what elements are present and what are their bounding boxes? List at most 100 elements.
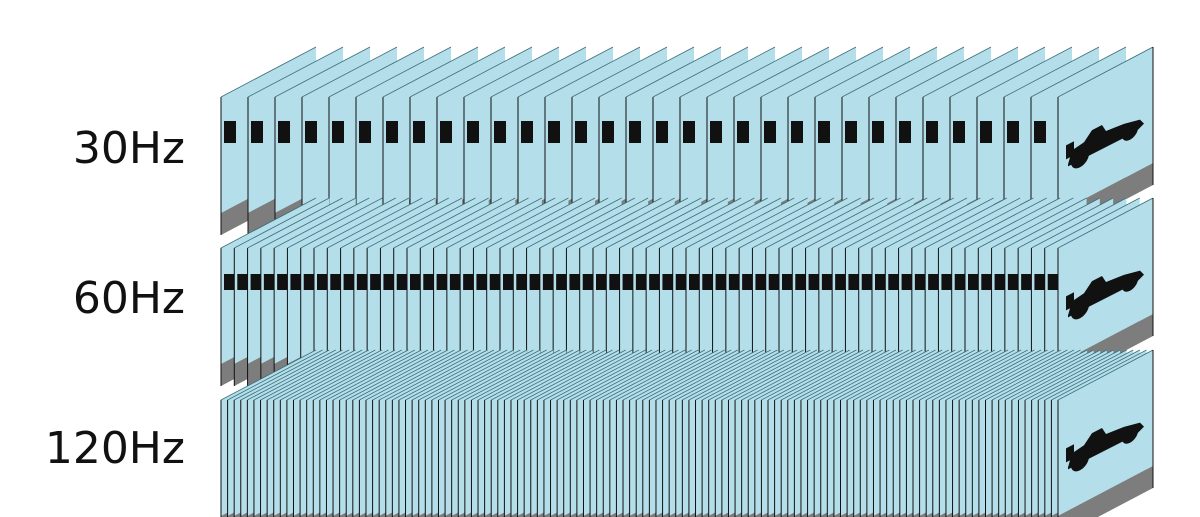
race-car-icon [582,274,593,290]
race-car-icon [317,274,328,290]
race-car-icon [330,274,341,290]
race-car-icon [413,121,425,143]
race-car-icon [980,121,992,143]
race-car-icon [410,274,421,290]
race-car-icon [440,121,452,143]
race-car-icon [875,274,886,290]
race-car-icon [901,274,912,290]
frame-stack [220,349,1154,517]
race-car-icon [277,274,288,290]
race-car-icon [782,274,793,290]
race-car-icon [928,274,939,290]
race-car-icon [808,274,819,290]
race-car-icon [728,274,740,290]
race-car-icon [396,274,407,290]
race-car-icon [683,121,695,143]
race-car-icon [575,121,587,143]
race-car-icon [290,274,301,290]
row-label: 60Hz [73,273,185,324]
race-car-icon [848,274,859,290]
race-car-icon [237,274,248,290]
race-car-icon [914,274,926,290]
race-car-icon [467,121,479,143]
race-car-icon [1007,121,1019,143]
race-car-icon [370,274,381,290]
race-car-icon [224,121,236,143]
race-car-icon [521,121,533,143]
race-car-icon [768,274,779,290]
race-car-icon [463,274,474,290]
race-car-icon [872,121,884,143]
race-car-icon [494,121,506,143]
video-frame [1057,349,1154,517]
race-car-icon [503,274,514,290]
race-car-icon [449,274,461,290]
race-car-icon [818,121,830,143]
race-car-icon [529,274,540,290]
race-car-icon [542,274,554,290]
race-car-icon [835,274,846,290]
race-car-icon [476,274,487,290]
race-car-icon [596,274,607,290]
race-car-icon [656,121,668,143]
race-car-icon [941,274,952,290]
race-car-icon [795,274,806,290]
race-car-icon [649,274,660,290]
race-car-icon [343,274,354,290]
race-car-icon [675,274,686,290]
race-car-icon [755,274,766,290]
race-car-icon [356,274,368,290]
race-car-icon [926,121,938,143]
race-car-icon [386,121,398,143]
row-120hz: 120Hz [45,349,1154,517]
race-car-icon [702,274,713,290]
race-car-icon [981,274,992,290]
race-car-icon [629,121,641,143]
race-car-icon [689,274,700,290]
race-car-icon [742,274,753,290]
race-car-icon [602,121,614,143]
race-car-icon [436,274,447,290]
race-car-icon [715,274,726,290]
race-car-icon [888,274,899,290]
race-car-icon [303,274,314,290]
race-car-icon [1047,274,1058,290]
race-car-icon [383,274,394,290]
race-car-icon [662,274,673,290]
race-car-icon [251,121,263,143]
race-car-icon [548,121,560,143]
race-car-icon [954,274,965,290]
row-label: 120Hz [45,423,185,474]
race-car-icon [710,121,722,143]
race-car-icon [263,274,275,290]
race-car-icon [1034,121,1046,143]
race-car-icon [899,121,911,143]
race-car-icon [332,121,344,143]
race-car-icon [994,274,1005,290]
row-label: 30Hz [73,123,185,174]
race-car-icon [569,274,580,290]
race-car-icon [489,274,500,290]
race-car-icon [764,121,776,143]
race-car-icon [953,121,965,143]
race-car-icon [305,121,317,143]
race-car-icon [1021,274,1032,290]
race-car-icon [359,121,371,143]
race-car-icon [845,121,857,143]
race-car-icon [423,274,434,290]
race-car-icon [968,274,979,290]
race-car-icon [1007,274,1019,290]
race-car-icon [635,274,647,290]
race-car-icon [1034,274,1045,290]
race-car-icon [622,274,633,290]
race-car-icon [861,274,872,290]
race-car-icon [821,274,833,290]
race-car-icon [737,121,749,143]
race-car-icon [609,274,620,290]
race-car-icon [791,121,803,143]
race-car-icon [224,274,235,290]
race-car-icon [278,121,290,143]
race-car-icon [556,274,567,290]
race-car-icon [516,274,527,290]
